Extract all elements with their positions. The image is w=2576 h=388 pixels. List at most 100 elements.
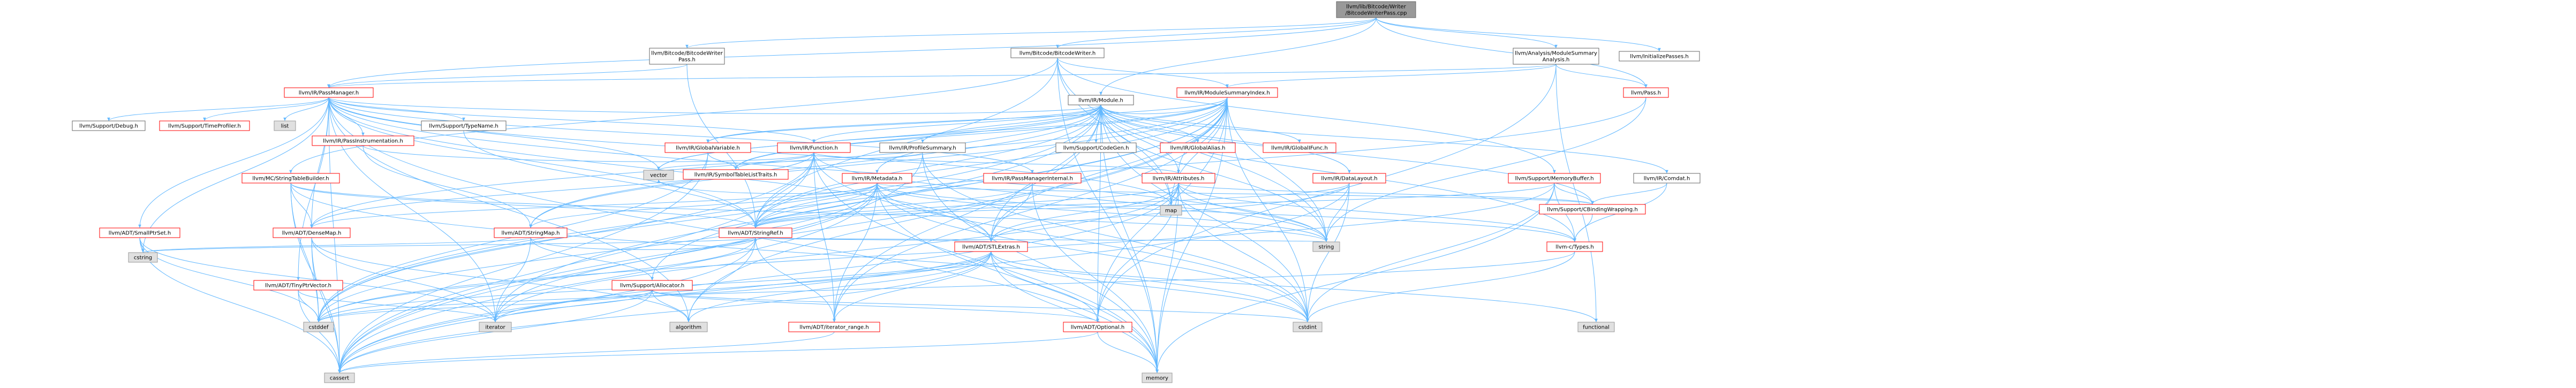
edge-allocator_h-to-stlextras_h	[652, 251, 993, 294]
node-label-attributes_h-line-0: llvm/IR/Attributes.h	[1153, 176, 1205, 182]
node-stringmap_h[interactable]: llvm/ADT/StringMap.h	[494, 227, 568, 238]
edge-tinyptr_h-to-iterator	[298, 290, 497, 323]
node-label-root-line-0: llvm/lib/Bitcode/Writer	[1346, 4, 1406, 10]
node-module_h[interactable]: llvm/IR/Module.h	[1068, 95, 1134, 105]
edge-attributes_h-to-memory	[1155, 182, 1179, 374]
node-box-cstddef	[303, 322, 334, 332]
node-box-globalifunc_h	[1263, 142, 1336, 153]
node-codegen_h[interactable]: llvm/Support/CodeGen.h	[1055, 142, 1137, 153]
node-box-globalalias_h	[1160, 142, 1236, 153]
node-pmi_h[interactable]: llvm/IR/PassManagerInternal.h	[983, 173, 1082, 184]
node-cbinding_h[interactable]: llvm/Support/CBindingWrapping.h	[1539, 204, 1646, 215]
node-bw_h[interactable]: llvm/Bitcode/BitcodeWriter.h	[1010, 48, 1105, 58]
node-stringref_h[interactable]: llvm/ADT/StringRef.h	[719, 227, 792, 238]
node-label-pass_h-line-0: llvm/Pass.h	[1631, 90, 1661, 96]
node-optional_h[interactable]: llvm/ADT/Optional.h	[1063, 322, 1132, 332]
node-comdat_h[interactable]: llvm/IR/Comdat.h	[1633, 173, 1701, 184]
node-label-pmi_h-line-0: llvm/IR/PassManagerInternal.h	[992, 176, 1073, 182]
node-label-msa_h-line-1: Analysis.h	[1543, 57, 1570, 63]
node-label-bwp_h-line-0: llvm/Bitcode/BitcodeWriter	[651, 51, 723, 57]
node-pass_h[interactable]: llvm/Pass.h	[1623, 87, 1669, 98]
node-allocator_h[interactable]: llvm/Support/Allocator.h	[611, 280, 693, 291]
edge-module_h-to-symtab_h	[734, 104, 1101, 170]
edge-module_h-to-vector	[657, 104, 1101, 171]
edge-stlextras_h-to-optional_h	[991, 251, 1099, 323]
edge-passmgr_h-to-function_h	[328, 97, 815, 143]
node-box-cstring	[128, 252, 158, 263]
node-mcstb_h[interactable]: llvm/MC/StringTableBuilder.h	[241, 173, 340, 184]
node-box-vector	[643, 170, 674, 180]
node-cstdint[interactable]: cstdint	[1293, 322, 1323, 332]
node-attributes_h[interactable]: llvm/IR/Attributes.h	[1142, 173, 1215, 184]
node-box-init_h	[1619, 51, 1700, 62]
node-datalayout_h[interactable]: llvm/IR/DataLayout.h	[1312, 173, 1386, 184]
edge-stringmap_h-to-iterator	[494, 237, 531, 323]
node-tinyptr_h[interactable]: llvm/ADT/TinyPtrVector.h	[253, 280, 343, 291]
node-debug_h[interactable]: llvm/Support/Debug.h	[72, 120, 146, 131]
node-passmgr_h[interactable]: llvm/IR/PassManager.h	[284, 87, 374, 98]
node-cassert[interactable]: cassert	[324, 372, 355, 383]
node-box-cstdint	[1293, 322, 1323, 332]
node-list[interactable]: list	[274, 120, 296, 131]
node-map[interactable]: map	[1160, 205, 1182, 216]
node-iterator[interactable]: iterator	[479, 322, 512, 332]
edge-msi_h-to-stringmap_h	[529, 97, 1228, 229]
node-metadata_h[interactable]: llvm/IR/Metadata.h	[842, 173, 912, 184]
node-cstddef[interactable]: cstddef	[303, 322, 334, 332]
node-root[interactable]: llvm/lib/Bitcode/Writer/BitcodeWriterPas…	[1336, 1, 1416, 18]
node-densemap_h[interactable]: llvm/ADT/DenseMap.h	[273, 227, 351, 238]
node-timeprof_h[interactable]: llvm/Support/TimeProfiler.h	[159, 120, 250, 131]
node-msi_h[interactable]: llvm/IR/ModuleSummaryIndex.h	[1176, 87, 1278, 98]
edge-msi_h-to-symtab_h	[734, 97, 1228, 170]
edge-stringref_h-to-cstddef	[317, 237, 756, 323]
node-smallptrset_h[interactable]: llvm/ADT/SmallPtrSet.h	[99, 227, 180, 238]
edge-attributes_h-to-cbinding_h	[1178, 182, 1594, 205]
node-function_h[interactable]: llvm/IR/Function.h	[777, 142, 851, 153]
edge-smallptrset_h-to-cassert	[139, 237, 341, 374]
node-symtab_h[interactable]: llvm/IR/SymbolTableListTraits.h	[683, 169, 789, 180]
node-profsum_h[interactable]: llvm/IR/ProfileSummary.h	[879, 142, 966, 153]
node-vector[interactable]: vector	[643, 170, 674, 180]
node-bwp_h[interactable]: llvm/Bitcode/BitcodeWriterPass.h	[649, 48, 725, 65]
node-label-functional-line-0: functional	[1583, 325, 1610, 331]
edge-passmgr_h-to-debug_h	[107, 97, 329, 121]
node-passinst_h[interactable]: llvm/IR/PassInstrumentation.h	[312, 135, 414, 146]
edge-optional_h-to-cassert	[338, 331, 1098, 374]
node-globalifunc_h[interactable]: llvm/IR/GlobalIFunc.h	[1263, 142, 1336, 153]
edge-stlextras_h-to-cassert	[338, 251, 992, 374]
node-label-cstring-line-0: cstring	[134, 255, 152, 261]
edge-module_h-to-globalifunc_h	[1100, 104, 1301, 143]
node-functional[interactable]: functional	[1577, 322, 1615, 332]
node-box-functional	[1577, 322, 1615, 332]
node-box-bwp_h	[649, 48, 725, 65]
node-memorybuf_h[interactable]: llvm/Support/MemoryBuffer.h	[1508, 173, 1601, 184]
node-box-metadata_h	[842, 173, 912, 184]
edge-memorybuf_h-to-stringref_h	[754, 182, 1555, 229]
node-label-mcstb_h-line-0: llvm/MC/StringTableBuilder.h	[252, 176, 329, 182]
node-memory[interactable]: memory	[1142, 372, 1173, 383]
node-init_h[interactable]: llvm/InitializePasses.h	[1619, 51, 1700, 62]
node-typename_h[interactable]: llvm/Support/TypeName.h	[421, 120, 507, 131]
node-globalalias_h[interactable]: llvm/IR/GlobalAlias.h	[1160, 142, 1236, 153]
node-string[interactable]: string	[1312, 241, 1340, 252]
node-label-metadata_h-line-0: llvm/IR/Metadata.h	[852, 176, 903, 182]
node-label-typename_h-line-0: llvm/Support/TypeName.h	[429, 124, 498, 130]
edge-stlextras_h-to-iterator	[494, 251, 992, 323]
edge-memorybuf_h-to-cstdint	[1306, 182, 1555, 323]
node-algorithm[interactable]: algorithm	[669, 322, 708, 332]
node-ctypes_h[interactable]: llvm-c/Types.h	[1546, 241, 1603, 252]
edge-datalayout_h-to-cstdint	[1306, 182, 1350, 323]
edge-densemap_h-to-algorithm	[311, 237, 690, 323]
node-iterrange_h[interactable]: llvm/ADT/iterator_range.h	[788, 322, 880, 332]
node-box-densemap_h	[273, 227, 351, 238]
node-box-ctypes_h	[1546, 241, 1603, 252]
node-label-symtab_h-line-0: llvm/IR/SymbolTableListTraits.h	[694, 172, 777, 178]
node-label-msi_h-line-0: llvm/IR/ModuleSummaryIndex.h	[1184, 90, 1270, 96]
node-stlextras_h[interactable]: llvm/ADT/STLExtras.h	[954, 241, 1028, 252]
edge-metadata_h-to-ctypes_h	[877, 182, 1576, 242]
node-cstring[interactable]: cstring	[128, 252, 158, 263]
edge-msa_h-to-pass_h	[1555, 64, 1648, 88]
edge-msi_h-to-iterrange_h	[833, 97, 1228, 323]
node-globalvar_h[interactable]: llvm/IR/GlobalVariable.h	[664, 142, 751, 153]
